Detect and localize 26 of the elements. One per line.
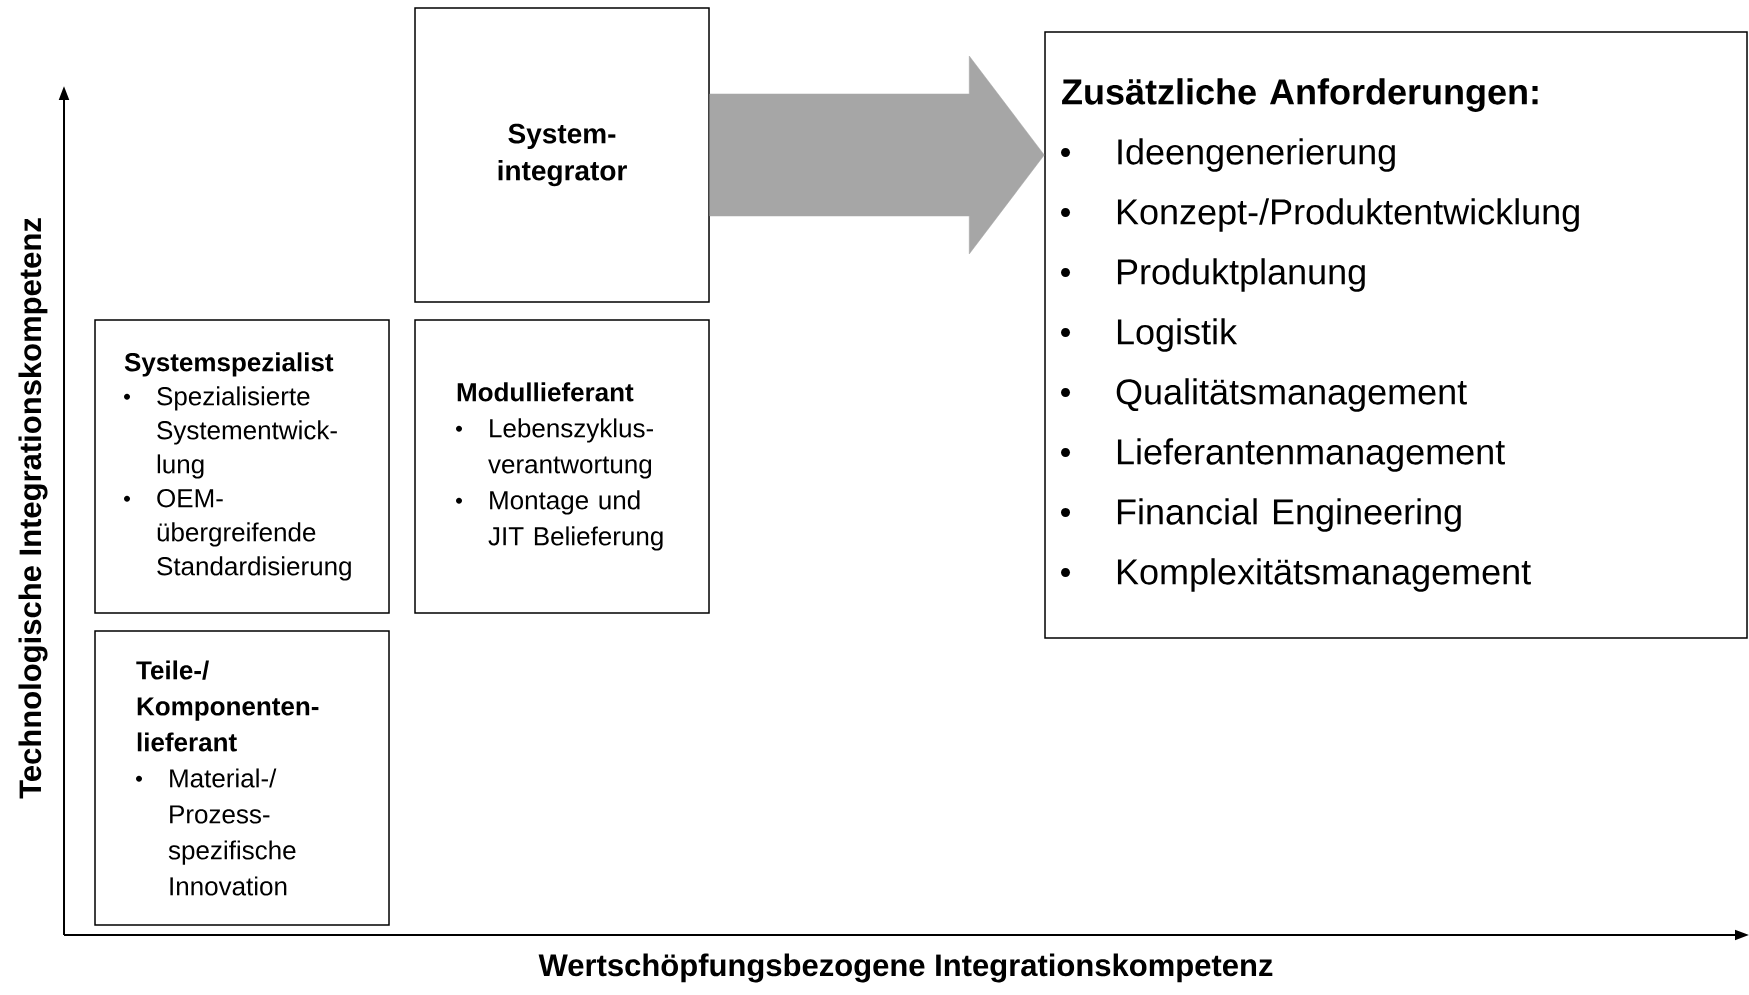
box-heading: Systemspezialist: [124, 352, 334, 377]
axis-label: Wertschöpfungsbezogene Integrationskompetenz: [538, 953, 1273, 983]
box-heading: System- integrator: [498, 123, 627, 187]
box-heading: Teile-/ Komponenten- lieferant: [136, 660, 319, 752]
bullet-item: Spezialisierte Systementwick- lung: [157, 386, 337, 479]
bullet-item: Konzept-/Produktentwicklung: [1117, 198, 1579, 232]
role-box: [94, 630, 390, 926]
requirements-box: [1044, 31, 1748, 639]
bullet-item: Material-/ Prozess- spezifische Innovation: [168, 768, 296, 896]
bullet-item: Logistik: [1117, 318, 1238, 352]
box-heading: Modullieferant: [457, 382, 634, 402]
bullet-item: OEM- übergreifende Standardisierung: [157, 489, 351, 581]
bullet-item: Komplexitätsmanagement: [1117, 558, 1531, 592]
block-arrow: [709, 55, 1045, 255]
bullet-item: Produktplanung: [1117, 258, 1365, 292]
role-box: [94, 319, 390, 614]
role-box: [414, 319, 710, 614]
bullet-item: Lieferantenmanagement: [1117, 438, 1505, 472]
bullet-item: Qualitätsmanagement: [1116, 378, 1467, 412]
axis-label: Technologische Integrationskompetenz: [18, 218, 48, 799]
bullet-item: Ideengenerierung: [1118, 138, 1395, 172]
box-heading: Zusätzliche Anforderungen:: [1062, 78, 1538, 112]
role-box: [414, 7, 710, 303]
bullet-item: Montage und JIT Belieferung: [488, 490, 663, 551]
bullet-item: Financial Engineering: [1117, 498, 1461, 532]
bullet-item: Lebenszyklus- verantwortung: [488, 418, 653, 479]
